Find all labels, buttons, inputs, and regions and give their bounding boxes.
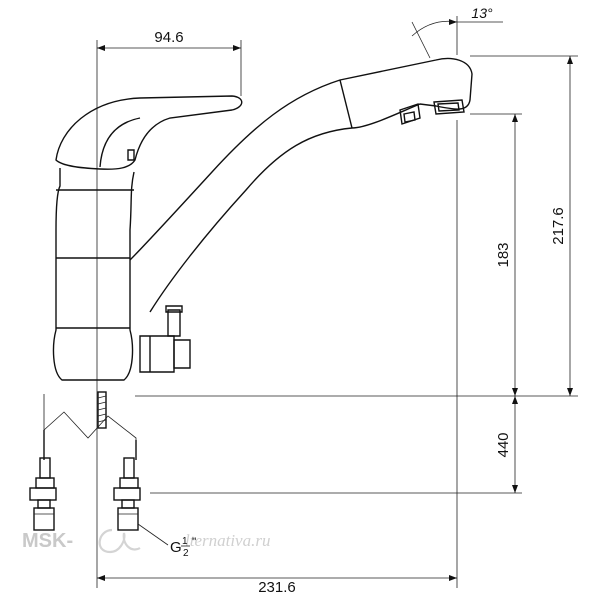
dim-total-reach: 231.6 bbox=[258, 579, 296, 596]
dim-angle: 13° bbox=[471, 5, 493, 21]
watermark-logo-icon bbox=[98, 528, 141, 554]
watermark-left: MSK- bbox=[22, 530, 73, 552]
dimension-lines bbox=[96, 16, 578, 588]
right-hose-fitting-icon bbox=[113, 457, 141, 531]
dim-spout-height-inner: 183 bbox=[495, 242, 512, 267]
thread-inch-mark: " bbox=[192, 535, 196, 549]
thread-spec: G 1 2 " bbox=[170, 535, 196, 559]
dimension-arrows bbox=[97, 19, 573, 581]
thread-denominator: 2 bbox=[183, 548, 189, 559]
left-hose-fitting-icon bbox=[29, 457, 57, 531]
watermark: MSK- lternativa.ru bbox=[22, 528, 270, 554]
thread-letter: G bbox=[170, 539, 182, 556]
dim-spout-height-total: 217.6 bbox=[550, 207, 567, 245]
thread-numerator: 1 bbox=[182, 536, 188, 547]
dim-handle-reach: 94.6 bbox=[154, 29, 183, 46]
dim-hose-length: 440 bbox=[495, 432, 512, 457]
faucet-body bbox=[29, 57, 473, 546]
watermark-right: lternativa.ru bbox=[185, 531, 270, 550]
